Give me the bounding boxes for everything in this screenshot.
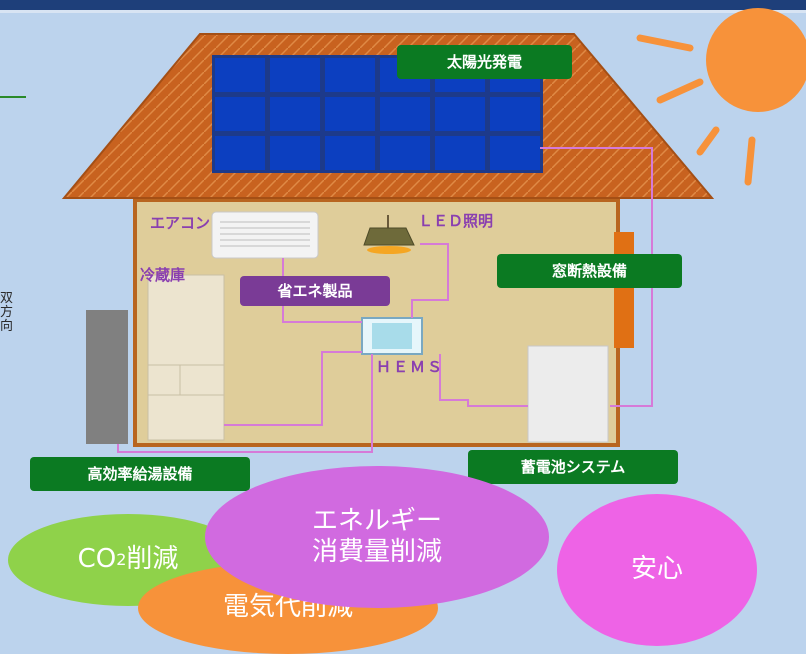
hems-device-icon [361, 317, 423, 355]
label-hems: ＨＥＭＳ [376, 358, 445, 376]
side-vertical-text: 双方向 [0, 291, 14, 334]
label-window-insulation: 窓断熱設備 [497, 254, 682, 288]
sun-rays [636, 34, 756, 186]
energy-line-1: エネルギー [311, 505, 442, 536]
storage-battery-unit [527, 345, 609, 443]
left-accent-line [0, 96, 26, 98]
co2-reduction-text: 削減 [126, 544, 179, 575]
led-light-icon [363, 215, 415, 254]
benefit-peace-of-mind: 安心 [557, 494, 757, 646]
air-conditioner-icon [211, 211, 319, 259]
label-led-lighting: ＬＥＤ照明 [418, 212, 494, 230]
window-insulation-shade [614, 232, 634, 348]
benefit-energy-consumption-reduction: エネルギー 消費量削減 [205, 466, 549, 608]
label-refrigerator: 冷蔵庫 [140, 266, 186, 284]
co2-text: CO [77, 544, 117, 575]
refrigerator-icon [147, 274, 225, 441]
water-heater-unit [86, 310, 128, 444]
label-air-conditioner: エアコン [150, 214, 211, 232]
top-header-bar [0, 0, 806, 13]
energy-line-2: 消費量削減 [311, 537, 442, 567]
label-energy-saving-products: 省エネ製品 [240, 276, 390, 306]
label-high-efficiency-water-heater: 高効率給湯設備 [30, 457, 250, 491]
peace-of-mind-text: 安心 [630, 554, 683, 585]
co2-subscript: 2 [116, 550, 127, 570]
label-storage-battery-system: 蓄電池システム [468, 450, 678, 484]
sun-icon [706, 8, 806, 112]
label-solar-power: 太陽光発電 [397, 45, 572, 79]
